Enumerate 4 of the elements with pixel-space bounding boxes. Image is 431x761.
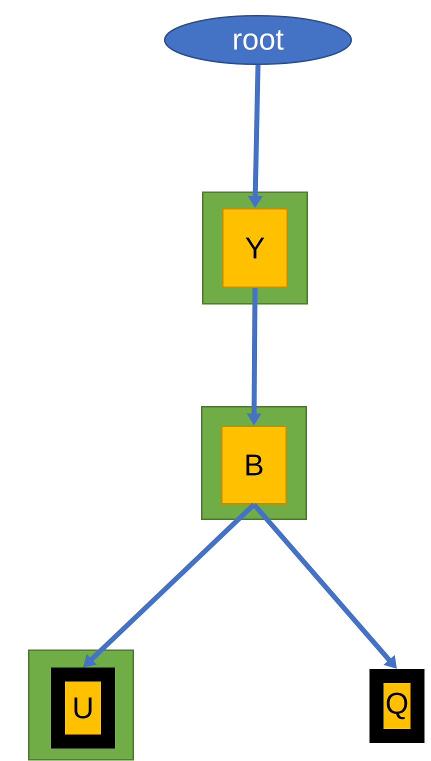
letter-box: Y bbox=[222, 208, 288, 288]
letter-box: B bbox=[221, 426, 287, 504]
letter-box: U bbox=[51, 668, 115, 748]
letter-box: Q bbox=[370, 669, 424, 743]
